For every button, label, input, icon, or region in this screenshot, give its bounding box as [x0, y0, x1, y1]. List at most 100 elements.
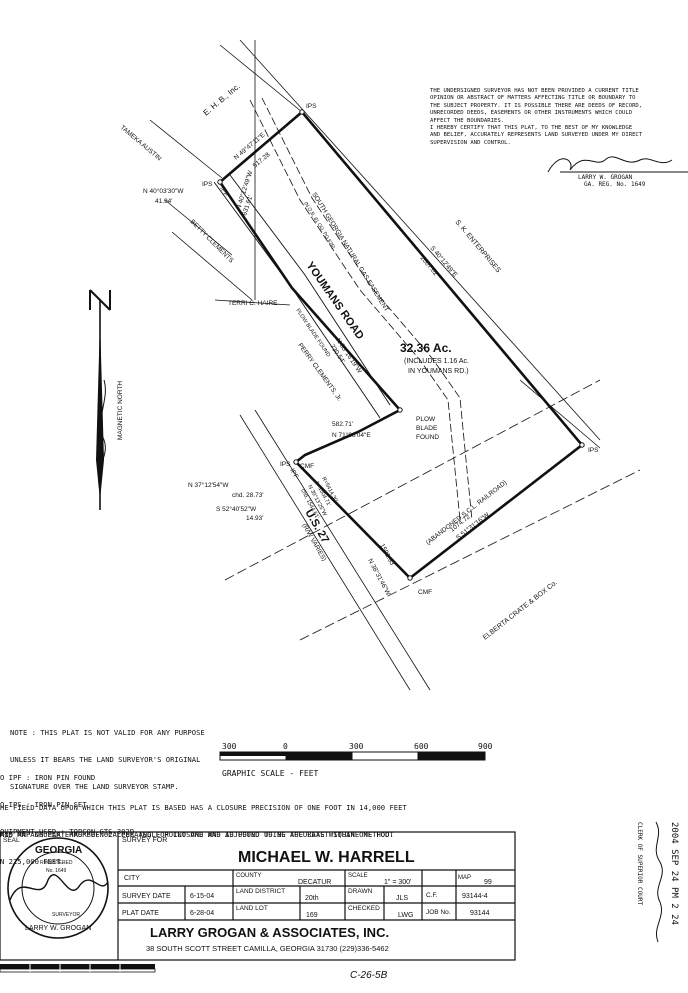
legend: O IPF : IRON PIN FOUND O IPS : IRON PIN …	[0, 755, 134, 845]
survey-date-label: SURVEY DATE	[122, 893, 171, 900]
recording-stamp: 2004 SEP 24 PM 2 24 CLERK OF SUPERIOR CO…	[636, 821, 679, 943]
cert-line: THE UNDERSIGNED SURVEYOR HAS NOT BEEN PR…	[430, 88, 639, 94]
surveyor-reg: GA. REG. No. 1649	[584, 181, 646, 188]
county-label: COUNTY	[236, 873, 261, 879]
checked-label: CHECKED	[348, 905, 380, 912]
recording-date: 2004 SEP 24 PM 2 24	[669, 822, 679, 925]
cert-line: AFFECT THE BOUNDARIES.	[430, 117, 505, 124]
cert-line: AND BELIEF, ACCURATELY REPRESENTS LAND S…	[430, 132, 643, 139]
company-address: 38 SOUTH SCOTT STREET CAMILLA, GEORGIA 3…	[146, 944, 389, 953]
surveyor-name: LARRY W. GROGAN	[578, 174, 633, 181]
plat-date-label: PLAT DATE	[122, 910, 159, 917]
marker-plow-2: BLADE	[416, 425, 438, 432]
call-west1: N 40°03'30"W	[143, 187, 184, 195]
land-lot-value: 169	[306, 912, 318, 919]
seal-registered: REGISTERED	[40, 860, 73, 866]
call-inner: N 71°08'04"E	[332, 431, 371, 439]
closure-note: HIS MAP OR PLAT HAS BEEN CALCULATED FOR …	[0, 812, 394, 875]
marker-ipf-us27: IPF	[288, 468, 299, 480]
legend-ips: O IPS : IRON PIN SET	[0, 800, 87, 809]
north-arrow-icon	[89, 289, 111, 510]
cert-line: SUPERVISION AND CONTROL.	[430, 139, 511, 146]
scale-field-label: SCALE	[348, 873, 368, 879]
surveyor-certification: THE UNDERSIGNED SURVEYOR HAS NOT BEEN PR…	[430, 88, 688, 147]
marker-cmf-us27: CMF	[300, 463, 314, 470]
property-boundary	[218, 110, 584, 580]
corner-markers	[217, 109, 585, 581]
scale-field-value: 1" = 300'	[384, 879, 411, 886]
marker-ips-top: IPS	[306, 103, 317, 110]
adjoiner-tameka: TAMEKA AUSTIN	[119, 124, 163, 162]
call-curve1-chd: chd. 28.73'	[232, 492, 264, 499]
survey-for-label: SURVEY FOR	[122, 837, 167, 844]
marker-plow-1: PLOW	[416, 416, 436, 423]
adjoiner-betty: BETTY CLEMENTS	[189, 218, 235, 264]
marker-ipf-west: IPF	[218, 186, 229, 198]
marker-ips-us27: IPS	[280, 461, 291, 468]
cf-label: C.F.	[426, 892, 438, 899]
cert-line: UNRECORDED DEEDS, EASEMENTS OR OTHER INS…	[430, 110, 633, 117]
north-label: MAGNETIC NORTH	[117, 381, 124, 440]
seal-no: No. 1649	[46, 868, 67, 874]
area-acres: 32.36 Ac.	[400, 341, 452, 355]
land-district-label: LAND DISTRICT	[236, 888, 285, 895]
validity-note: NOTE : THIS PLAT IS NOT VALID FOR ANY PU…	[10, 710, 205, 800]
equipment-note: QUIPMENT USED : TOPCON GTS-302D	[0, 827, 135, 836]
seal-top: GEORGIA	[35, 845, 82, 856]
seal-surveyor: LARRY W. GROGAN	[25, 925, 91, 932]
ruler-strip	[0, 964, 156, 973]
map-label: MAP	[458, 875, 471, 881]
drawn-value: JLS	[396, 895, 408, 902]
closure-line: HIS MAP OR PLAT HAS BEEN CALCULATED FOR …	[0, 830, 394, 839]
call-s52: S 52°40'52"W	[216, 505, 257, 513]
call-curve1: N 37°12'54"W	[188, 481, 229, 489]
scale-tick: 600	[414, 742, 429, 751]
scale-label: GRAPHIC SCALE - FEET	[222, 769, 319, 778]
job-value: 93144	[470, 910, 490, 917]
city-label: CITY	[124, 875, 140, 882]
validity-line: NOTE : THIS PLAT IS NOT VALID FOR ANY PU…	[10, 728, 205, 737]
closure-line: N 225,000 FEET.	[0, 857, 65, 866]
scale-tick: 900	[478, 742, 493, 751]
gas-easement-line	[249, 97, 473, 521]
marker-ips-west: IPS	[202, 181, 213, 188]
scale-tick: 300	[349, 742, 364, 751]
marker-cmf-bottom: CMF	[418, 589, 432, 596]
seal-label: SEAL	[3, 837, 20, 844]
survey-date-value: 6-15-04	[190, 893, 214, 900]
map-value: 99	[484, 879, 492, 886]
checked-value: LWG	[398, 912, 413, 919]
legend-ipf: O IPF : IRON PIN FOUND	[0, 773, 96, 782]
land-lot-label: LAND LOT	[236, 905, 268, 912]
job-label: JOB No.	[426, 909, 451, 916]
scale-tick: 0	[283, 742, 288, 751]
validity-line: UNLESS IT BEARS THE LAND SURVEYOR'S ORIG…	[10, 755, 201, 764]
company-name: LARRY GROGAN & ASSOCIATES, INC.	[150, 925, 389, 940]
field-data-line: AND AN ANGULAR ERROR OF 02" PER ANGLE PO…	[0, 830, 394, 839]
adjoiner-elberta: ELBERTA CRATE & BOX Co.	[482, 579, 559, 641]
title-block-frame	[0, 831, 516, 961]
recording-clerk: CLERK OF SUPERIOR COURT	[636, 822, 643, 905]
call-s52-dist: 14.93'	[246, 515, 264, 522]
adjoiner-lines	[149, 39, 601, 691]
adjoiner-terri: TERRI C. HAIRE	[228, 300, 278, 307]
graphic-scale	[219, 751, 486, 761]
scale-tick: 300	[222, 742, 237, 751]
cf-value: 93144-4	[462, 893, 488, 900]
cert-line: THE SUBJECT PROPERTY. IT IS POSSIBLE THE…	[430, 102, 643, 109]
county-value: DECATUR	[298, 879, 331, 886]
validity-line: SIGNATURE OVER THE LAND SURVEYOR STAMP.	[10, 782, 179, 791]
gas-easement-label: SOUTH GEORGIA NATURAL GAS EASEMENT	[310, 191, 390, 313]
surveyor-seal	[7, 837, 109, 939]
field-data-note: HE FIELD DATA UPON WHICH THIS PLAT IS BA…	[0, 785, 407, 848]
area-note-2: IN YOUMANS RD.)	[408, 368, 469, 375]
field-data-line: HE FIELD DATA UPON WHICH THIS PLAT IS BA…	[0, 803, 407, 812]
call-west1-dist: 41.94'	[155, 198, 173, 205]
marker-plow-3: FOUND	[416, 434, 439, 441]
call-us-bottom-dist: 1591.93	[378, 543, 395, 567]
cert-line: I HEREBY CERTIFY THAT THIS PLAT, TO THE …	[430, 125, 633, 132]
adjoiner-ehb: E. H. B., Inc.	[202, 82, 242, 118]
seal-bottom: SURVEYOR	[52, 912, 80, 918]
surveyor-signature	[547, 156, 688, 173]
